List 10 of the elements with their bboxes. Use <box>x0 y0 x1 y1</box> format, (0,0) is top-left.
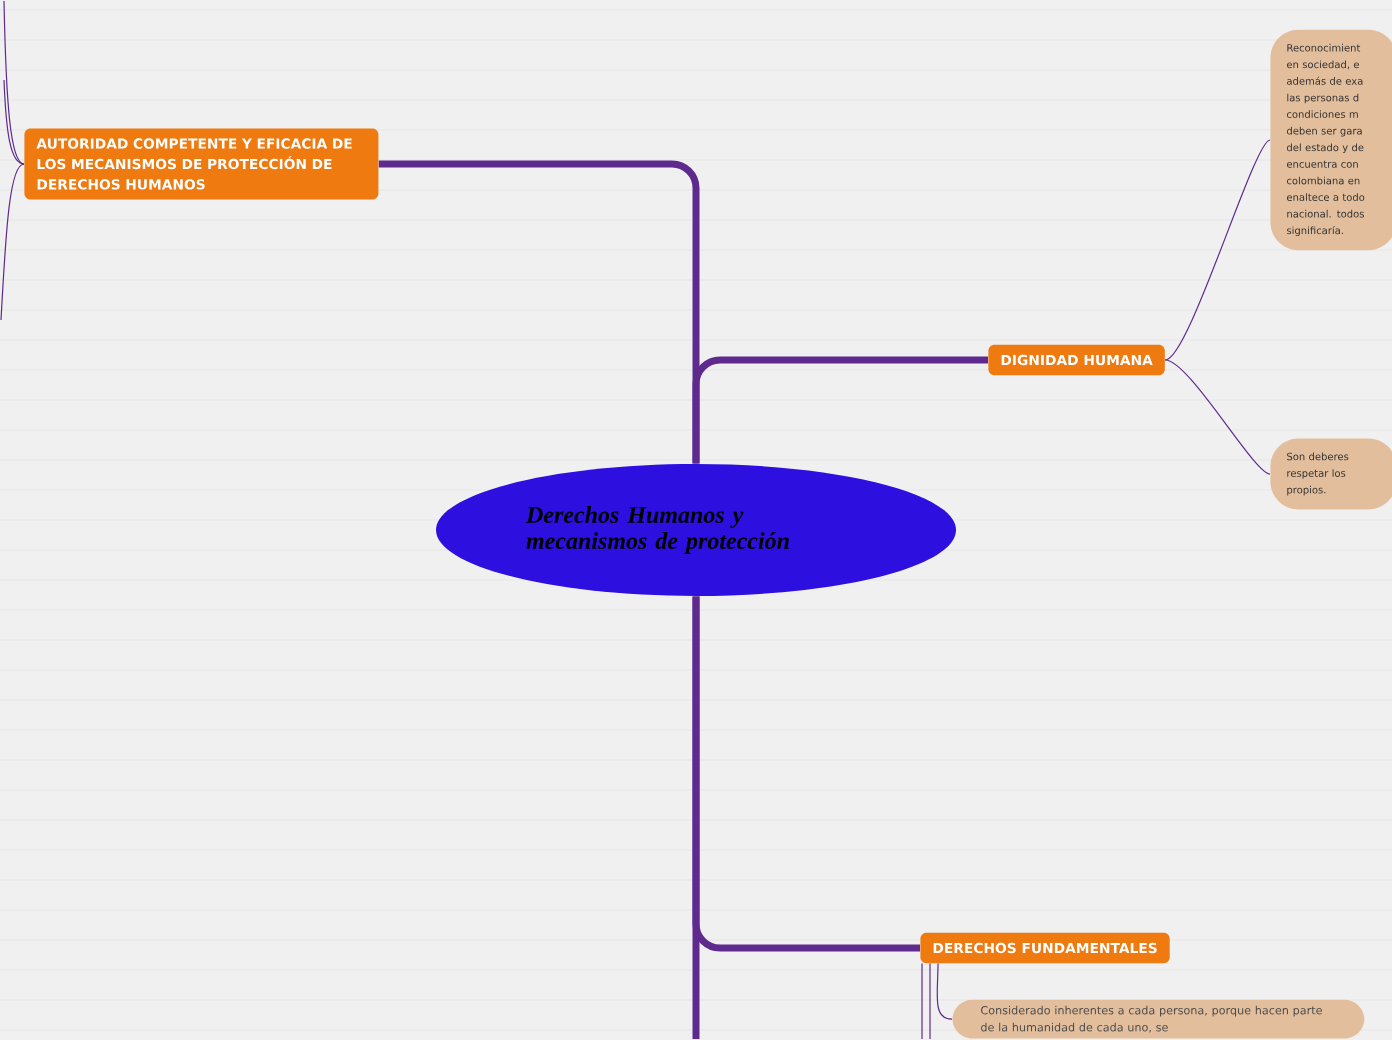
connector-line <box>692 356 988 464</box>
connector-line <box>692 596 700 1039</box>
connector-line <box>921 963 923 1040</box>
connector-line <box>929 963 931 1040</box>
connector-line <box>3 79 25 165</box>
connector-line <box>1164 359 1271 475</box>
connector-line <box>936 963 953 1020</box>
connector-line <box>3 0 25 165</box>
connector-line <box>1164 139 1271 361</box>
connector-line <box>0 163 25 321</box>
